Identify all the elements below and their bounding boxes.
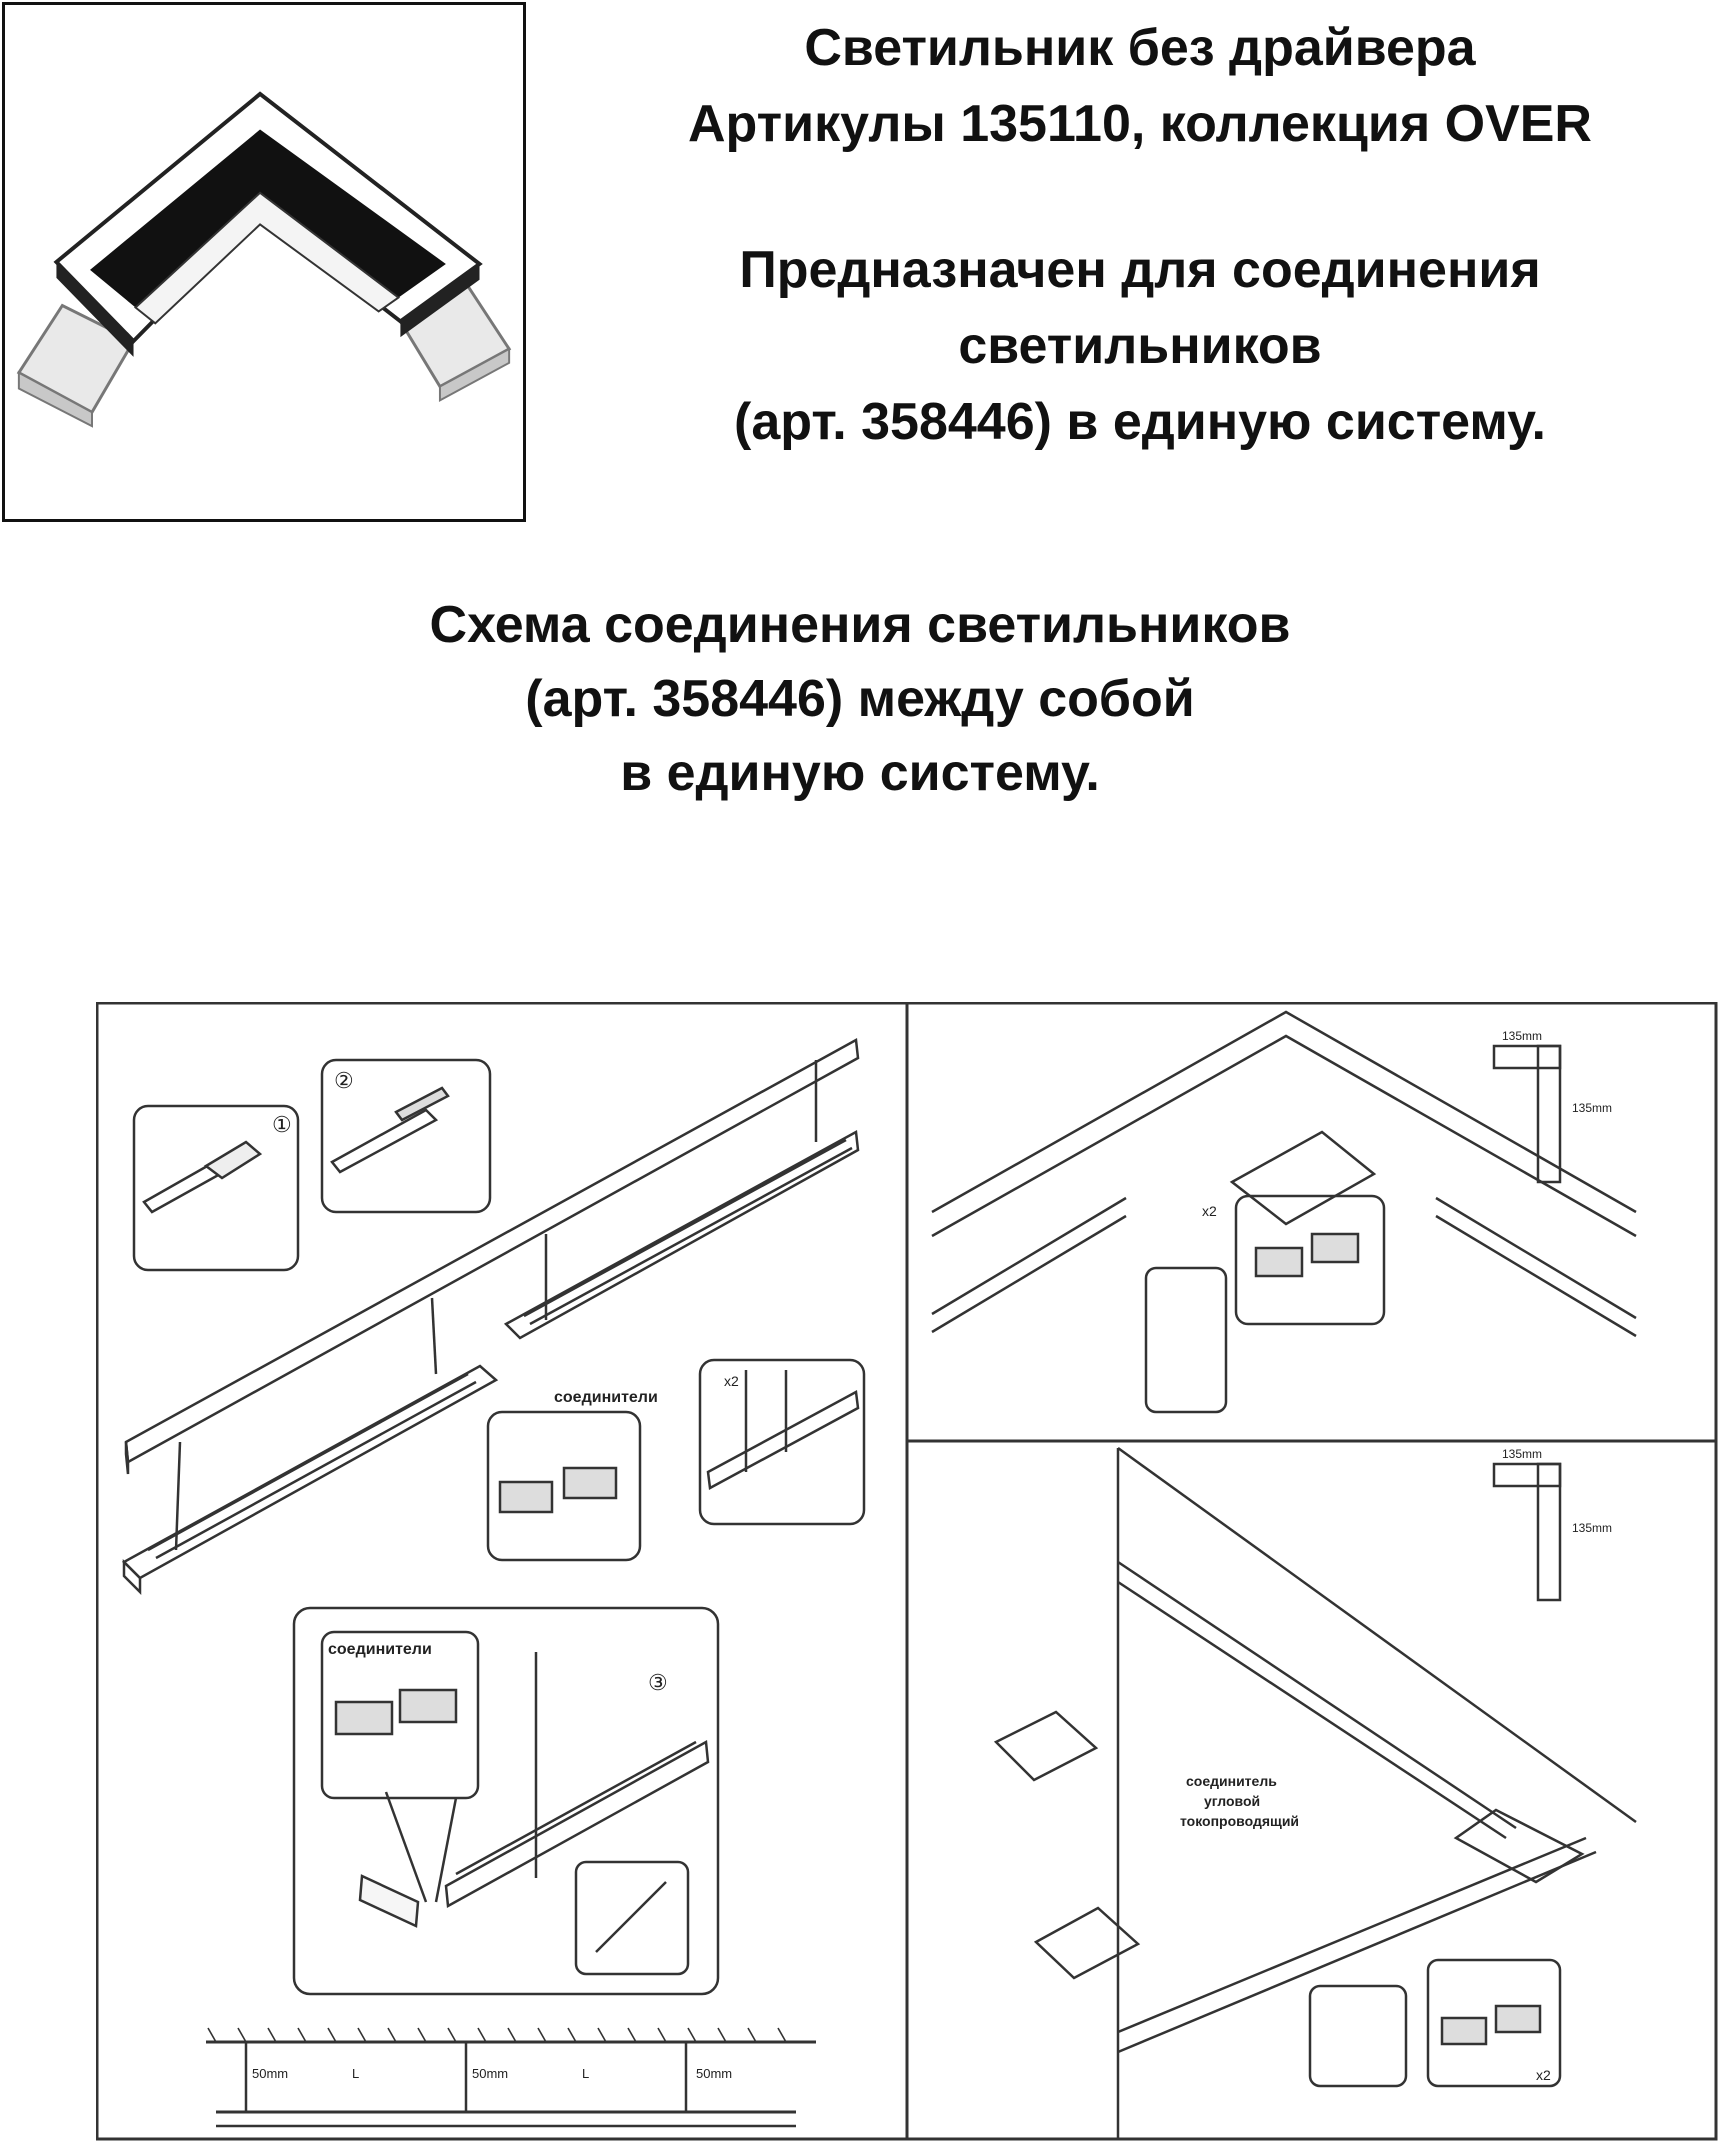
connectors-label-top: соединители bbox=[554, 1389, 658, 1406]
product-title-line-2: Артикулы 135110, коллекция OVER bbox=[688, 95, 1592, 153]
quantity-x2-b: x2 bbox=[1202, 1203, 1217, 1219]
dimension-left-margin: 50mm bbox=[252, 2066, 288, 2081]
dimension-top-width: 135mm bbox=[1502, 1029, 1542, 1043]
dimension-right-margin: 50mm bbox=[696, 2066, 732, 2081]
dimension-span-left: L bbox=[352, 2066, 359, 2081]
quantity-x2-a: x2 bbox=[724, 1373, 739, 1389]
product-purpose-line-1: Предназначен для соединения bbox=[739, 241, 1541, 299]
dimension-side-height-2: 135mm bbox=[1572, 1521, 1612, 1535]
product-purpose-line-2: светильников bbox=[958, 317, 1322, 375]
corner-connector-label-line-1: соединитель bbox=[1186, 1773, 1277, 1789]
assembly-diagram: соединители соединители соединитель угло… bbox=[96, 1002, 1718, 2142]
quantity-x2-c: x2 bbox=[1536, 2067, 1551, 2083]
dimension-top-width-2: 135mm bbox=[1502, 1447, 1542, 1461]
product-image-frame bbox=[2, 2, 526, 522]
detail-number-1: ① bbox=[272, 1112, 292, 1137]
connectors-label-detail: соединители bbox=[328, 1641, 432, 1658]
scheme-title-line-1: Схема соединения светильников bbox=[429, 596, 1291, 654]
scheme-title-line-2: (арт. 358446) между собой bbox=[525, 670, 1195, 728]
detail-number-2: ② bbox=[334, 1068, 354, 1093]
dimension-span-right: L bbox=[582, 2066, 589, 2081]
assembly-diagram-svg: соединители соединители соединитель угло… bbox=[96, 1002, 1718, 2141]
product-purpose: Предназначен для соединения светильников… bbox=[560, 232, 1720, 460]
product-title-line-1: Светильник без драйвера bbox=[804, 19, 1476, 77]
detail-number-3: ③ bbox=[648, 1670, 668, 1695]
product-purpose-line-3: (арт. 358446) в единую систему. bbox=[734, 393, 1546, 451]
corner-connector-label-line-2: угловой bbox=[1204, 1793, 1260, 1809]
corner-connector-product-image bbox=[16, 91, 512, 428]
scheme-title-line-3: в единую систему. bbox=[620, 744, 1100, 802]
corner-connector-label-line-3: токопроводящий bbox=[1180, 1813, 1299, 1829]
dimension-side-height: 135mm bbox=[1572, 1101, 1612, 1115]
product-title: Светильник без драйвера Артикулы 135110,… bbox=[560, 10, 1720, 162]
dimension-middle-margin: 50mm bbox=[472, 2066, 508, 2081]
scheme-title: Схема соединения светильников (арт. 3584… bbox=[0, 588, 1720, 810]
